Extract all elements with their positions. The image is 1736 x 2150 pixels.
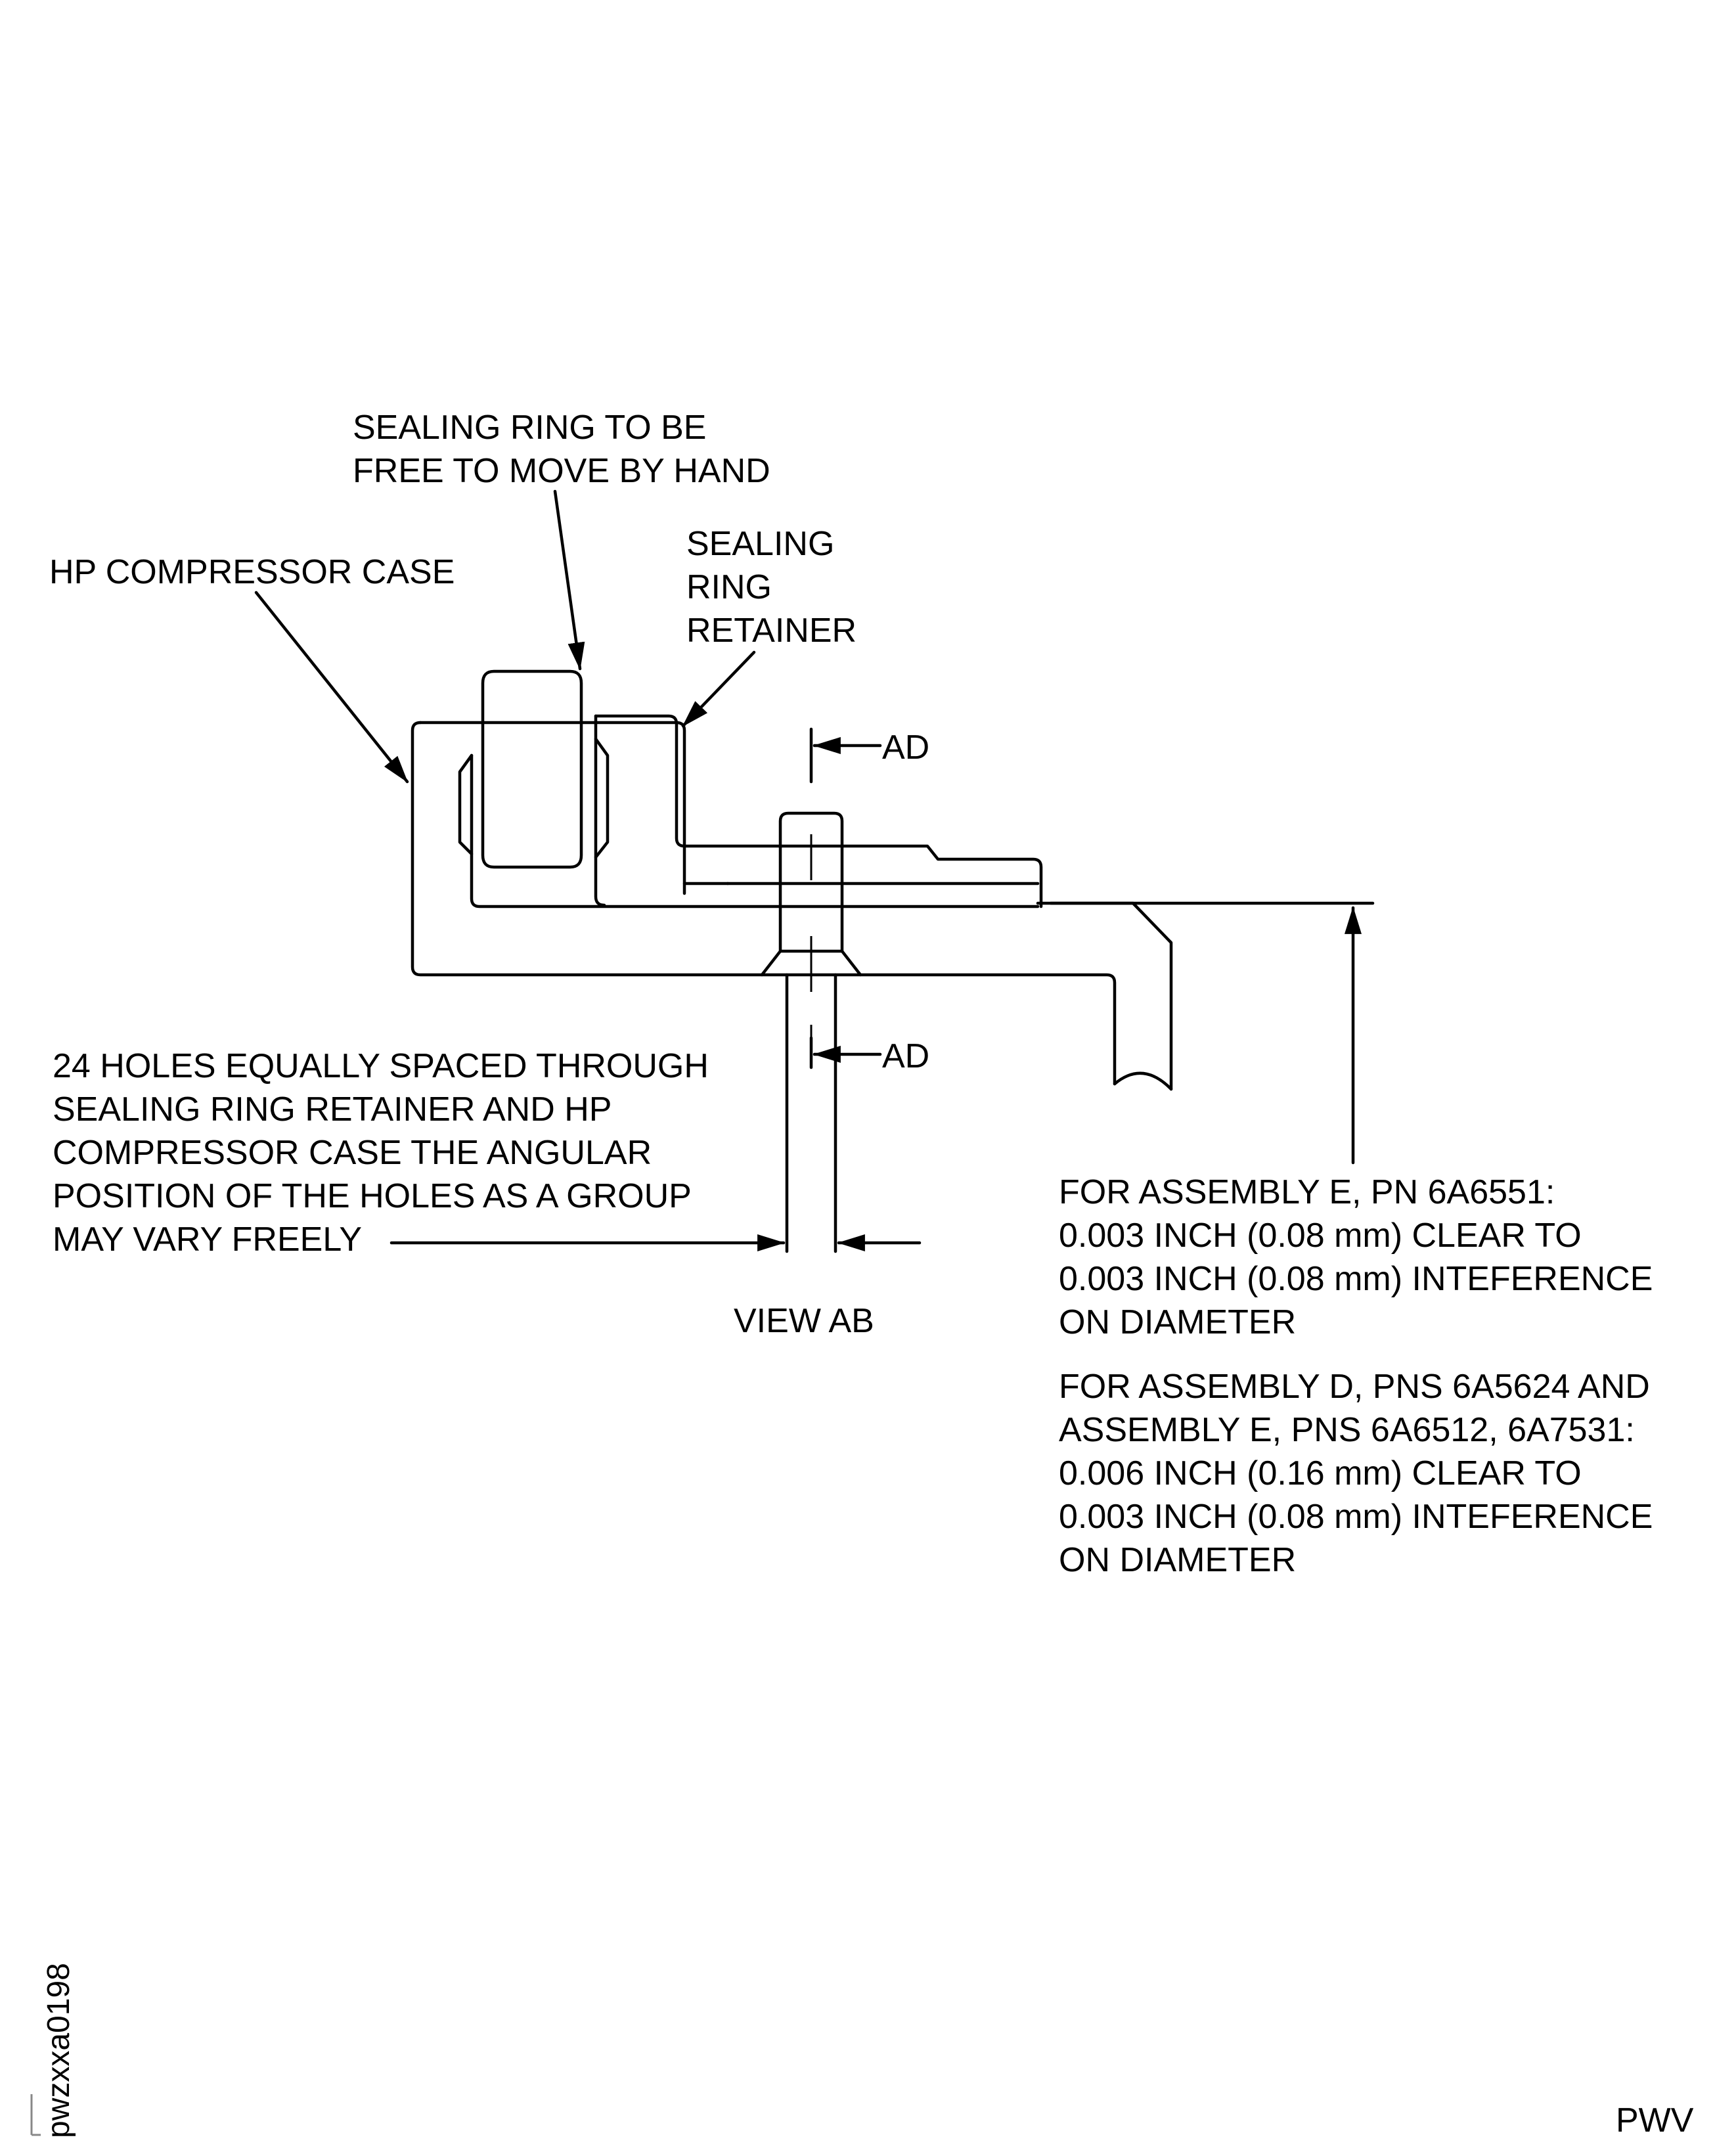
label-assembly-d-note: FOR ASSEMBLY D, PNS 6A5624 AND ASSEMBLY … [1059,1368,1662,1579]
case-groove-outline [458,753,1040,908]
bolt [760,811,862,1253]
sealing-ring [481,669,583,869]
label-view-title: VIEW AB [734,1302,874,1340]
leader-hp-compressor-case [254,591,409,784]
label-sealing-ring-retainer: SEALING RING RETAINER [686,525,857,650]
label-sealing-ring-free: SEALING RING TO BE FREE TO MOVE BY HAND [353,409,770,490]
sealing-ring-retainer [594,714,1375,908]
leader-sealing-ring [553,489,585,671]
figure-id-text: pwzxxa0198 [41,1963,76,2138]
label-holes-note: 24 HOLES EQUALLY SPACED THROUGH SEALING … [53,1047,718,1259]
label-assembly-e-note: FOR ASSEMBLY E, PN 6A6551: 0.003 INCH (0… [1059,1173,1662,1341]
label-section-ad-top: AD [882,728,929,767]
label-section-ad-bottom: AD [882,1037,929,1075]
figure-id: pwzxxa0198 [30,1963,76,2138]
corner-mark: PWV [1616,2101,1694,2139]
leader-sealing-ring-retainer [681,650,756,728]
label-hp-compressor-case: HP COMPRESSOR CASE [49,553,455,591]
